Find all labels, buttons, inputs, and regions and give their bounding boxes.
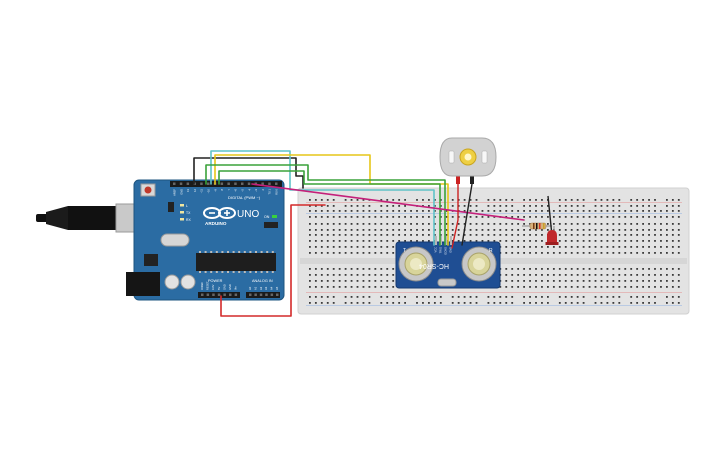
power-led — [272, 215, 277, 218]
pin-label: 8 — [220, 188, 224, 190]
pin-label: RESET — [206, 281, 210, 290]
pin-label: A1 — [253, 286, 257, 290]
pin-label: A2 — [259, 286, 263, 290]
pin-label: 4 — [247, 188, 251, 190]
pin-label: A4 — [270, 286, 274, 290]
sensor-model-label: HC-SR04 — [419, 262, 449, 269]
arduino-uno-board[interactable]: UNO ARDUINO DIGITAL (PWM ~) POWER ANALOG… — [36, 179, 285, 301]
pin-label: ~5 — [241, 188, 245, 192]
sensor-pin-label: VCC — [434, 247, 438, 253]
arduino-logo — [203, 207, 236, 219]
pin-label: 2 — [261, 188, 265, 190]
pin-label: Vin — [234, 286, 238, 290]
pin-label: 13 — [186, 188, 190, 191]
pin-label: A5 — [275, 286, 279, 290]
analog-label: ANALOG IN — [252, 279, 273, 283]
wire-green-1 — [205, 164, 446, 246]
pin-label: IOREF — [200, 282, 204, 290]
analog-header — [246, 292, 280, 298]
status-led — [180, 218, 184, 221]
resistor[interactable] — [522, 222, 552, 230]
digital-header-label: DIGITAL (PWM ~) — [228, 195, 261, 200]
model-label: UNO — [237, 209, 259, 220]
pin-label: GND — [179, 189, 183, 195]
pin-label: ~10 — [207, 188, 211, 193]
wire-black-gnd — [193, 157, 304, 189]
status-led — [180, 211, 184, 214]
wire-motor-black — [461, 183, 473, 246]
pin-label: 5V — [217, 287, 221, 290]
wire-red-5v — [220, 204, 326, 317]
pin-label: 3.3V — [211, 284, 215, 290]
barrel-jack — [126, 272, 160, 296]
wires — [193, 150, 525, 317]
pin-label: 7 — [227, 188, 231, 190]
pin-label: ~9 — [213, 188, 217, 192]
led[interactable] — [545, 195, 559, 245]
pin-label: ~11 — [200, 188, 204, 193]
digital-header — [170, 181, 282, 187]
sensor-left-letter: T — [403, 248, 406, 254]
wire-yellow — [214, 154, 449, 246]
sensor-pin-label: TRIG — [439, 247, 443, 253]
pin-label: RX 0 — [275, 188, 279, 194]
pin-label: ~3 — [254, 188, 258, 192]
pin-label: TX 1 — [268, 188, 272, 194]
pin-label: GND — [222, 284, 226, 290]
sensor-right-letter: R — [489, 248, 493, 254]
crystal-oscillator — [160, 233, 190, 247]
wire-magenta — [251, 183, 525, 221]
pin-label: 12 — [193, 188, 197, 191]
brand-label: ARDUINO — [205, 221, 227, 226]
dc-motor[interactable] — [439, 137, 497, 184]
power-label: POWER — [208, 279, 223, 283]
pin-label: AREF — [173, 189, 177, 196]
wire-motor-red — [451, 183, 459, 249]
usb-plug-tip — [36, 214, 48, 222]
sensor-pin-label: ECHO — [444, 247, 448, 255]
pin-label: A3 — [264, 286, 268, 290]
usb-cable-icon — [46, 206, 68, 230]
pin-label: ~6 — [234, 188, 238, 192]
pin-label: A0 — [248, 286, 252, 290]
on-label: ON — [264, 215, 270, 219]
status-led — [180, 204, 184, 207]
reset-button — [144, 186, 152, 194]
pin-label: GND — [228, 284, 232, 290]
sensor-pin-label: GND — [449, 247, 453, 253]
led-label: TX — [186, 211, 191, 215]
led-label: RX — [186, 218, 191, 222]
led-label: L — [186, 204, 188, 208]
atmega-chip — [196, 253, 276, 271]
wire-green-2 — [218, 170, 441, 246]
